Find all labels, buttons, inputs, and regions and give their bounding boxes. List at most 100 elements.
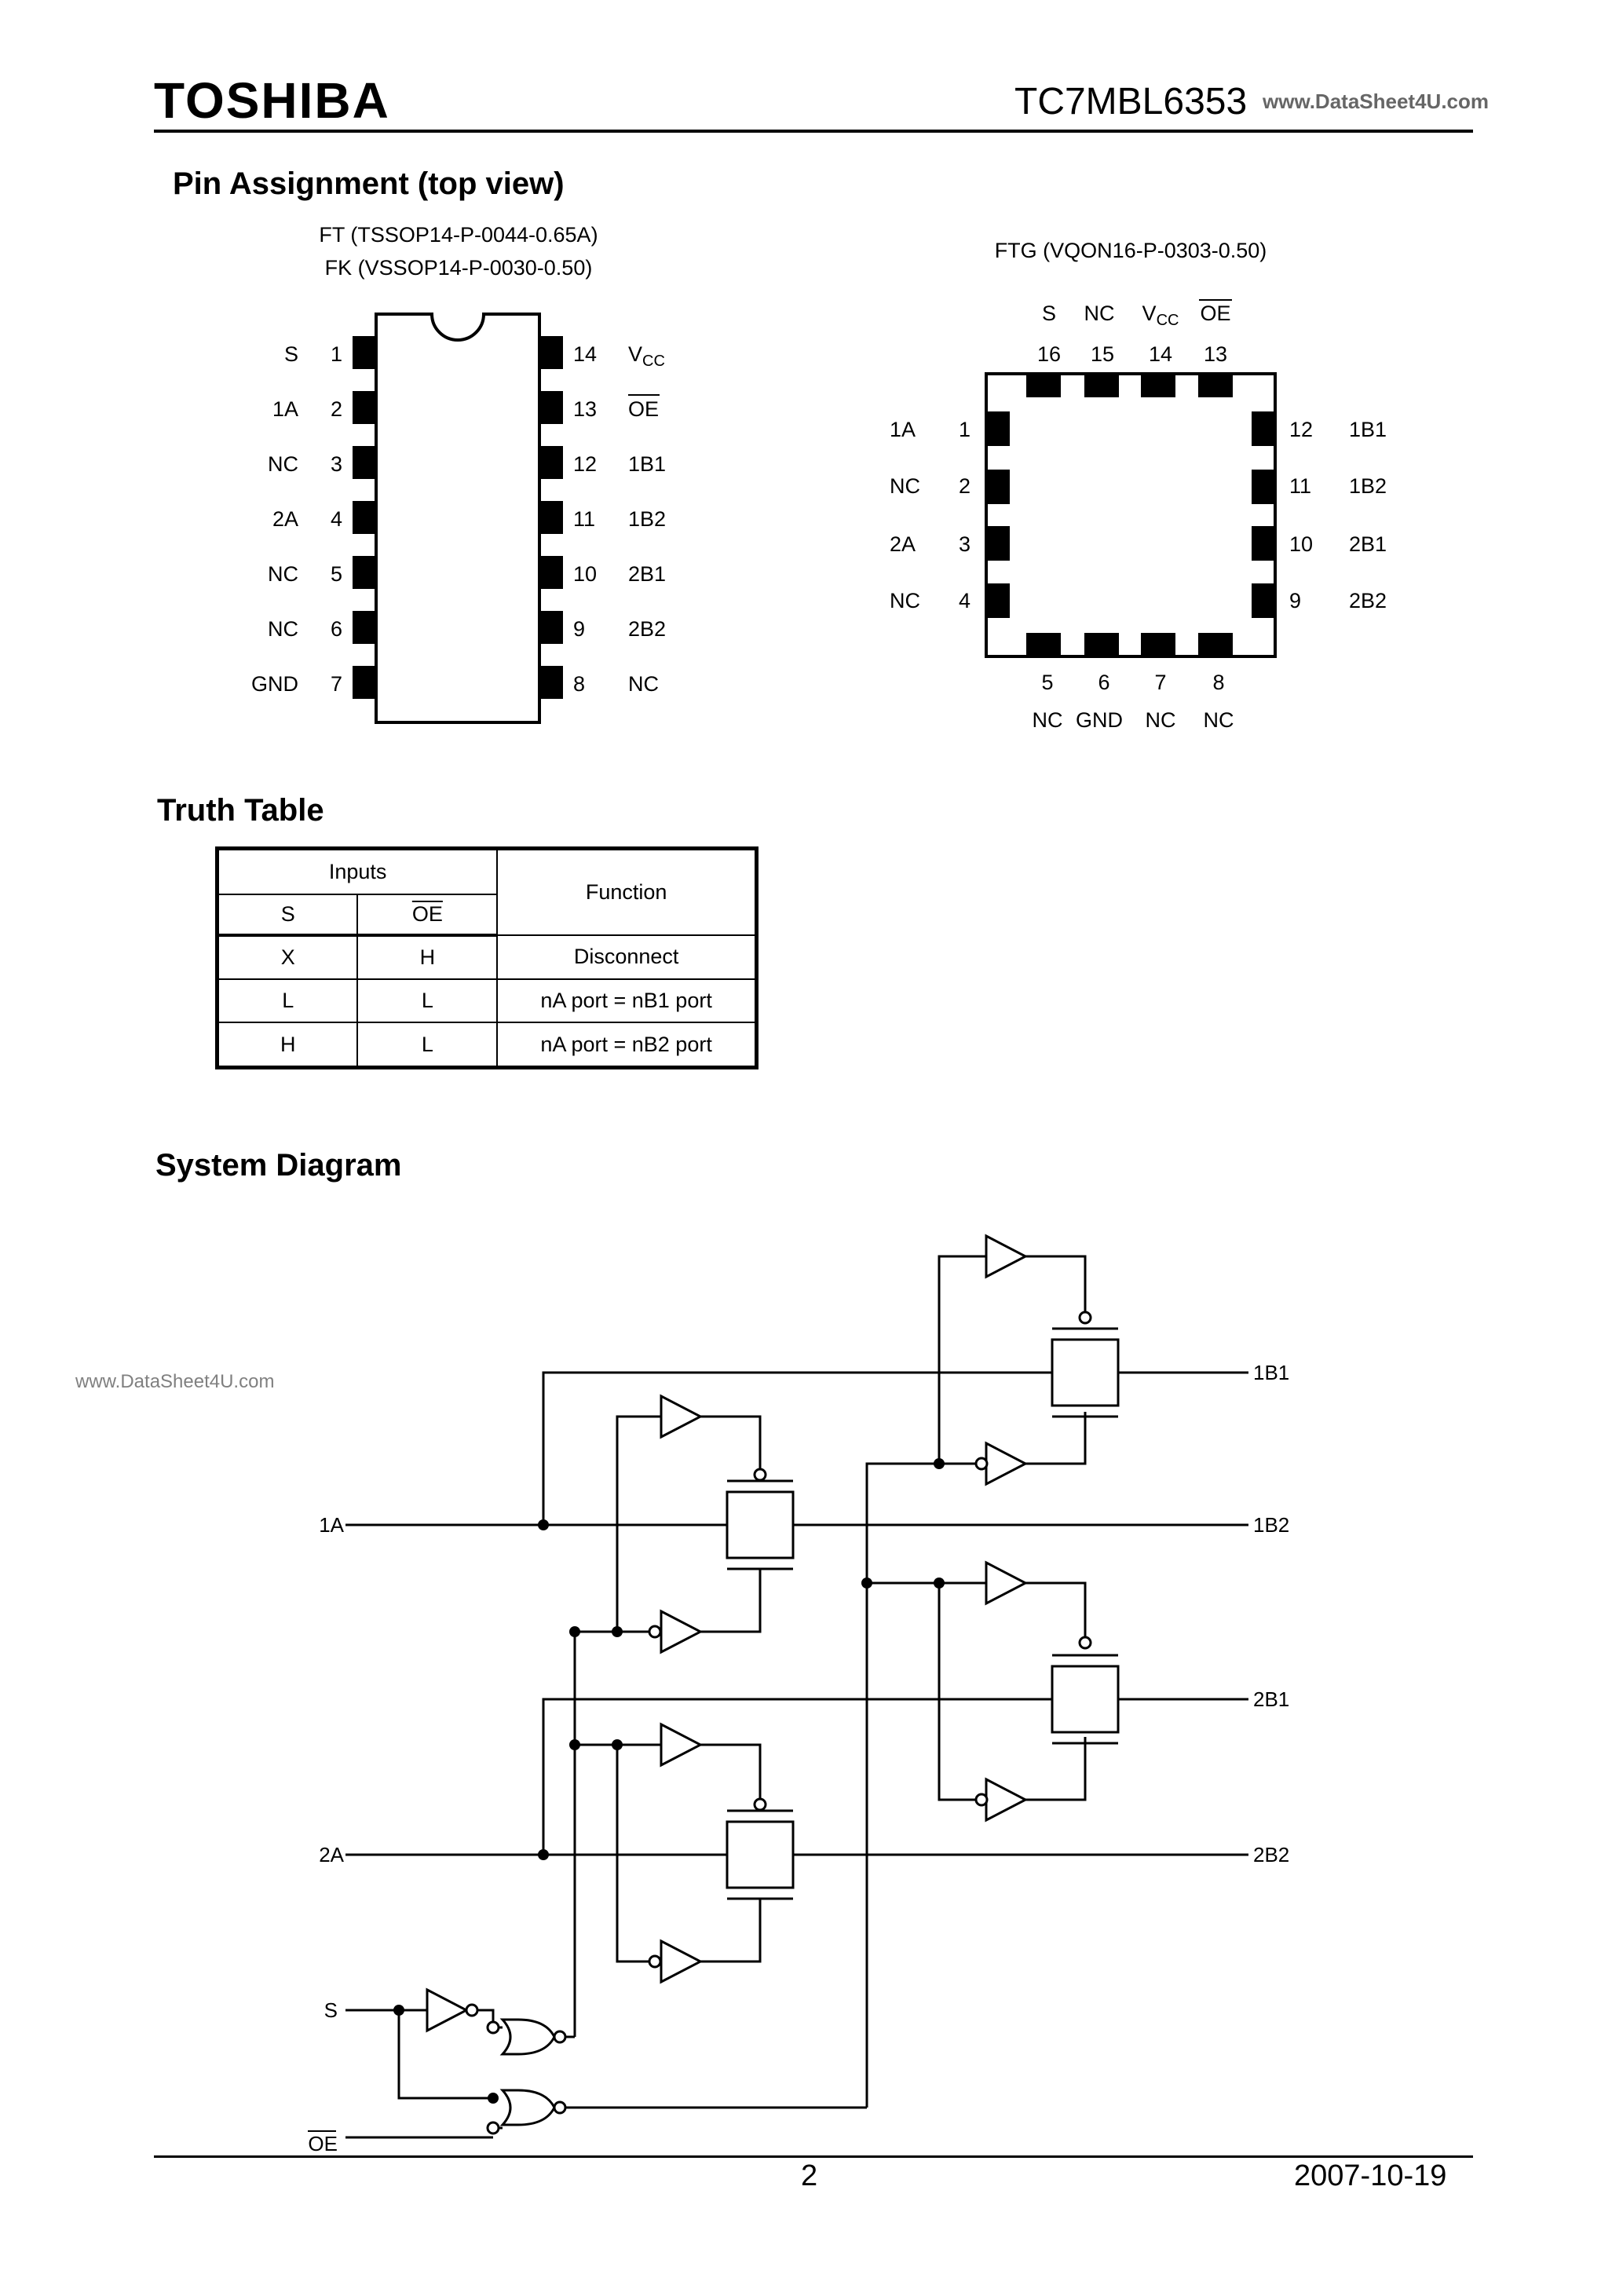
pin-label: 1B2 xyxy=(1349,474,1387,498)
pin-number: 1 xyxy=(959,418,971,441)
qfn-top-pads xyxy=(1026,374,1233,397)
table-row: H L nA port = nB2 port xyxy=(216,1022,758,1069)
pin-number: 6 xyxy=(331,617,342,641)
dip-left-pins xyxy=(353,336,376,699)
pin-label: OE xyxy=(1200,302,1230,325)
pin-label: NC xyxy=(890,589,920,612)
function-header: Function xyxy=(496,847,758,936)
pin-label: NC xyxy=(1033,708,1063,732)
qfn-bottom-labels: 5 NC 6 GND 7 NC 8 NC xyxy=(1033,671,1234,732)
diagram-labels: 1A 2A S OE 1B1 1B2 2B1 2B2 xyxy=(308,1361,1289,2152)
truth-table: Inputs Function S OE X H Disconnect L L … xyxy=(215,846,758,1069)
pin-label: GND xyxy=(1076,708,1123,732)
pin-number: 7 xyxy=(1154,671,1166,694)
nor-gates xyxy=(499,2018,556,2126)
pin-number: 9 xyxy=(1289,589,1301,612)
package-ftg-label: FTG (VQON16-P-0303-0.50) xyxy=(995,239,1267,262)
label-2b1: 2B1 xyxy=(1253,1687,1289,1711)
pin-number: 12 xyxy=(1289,418,1313,441)
pin-label: 2A xyxy=(272,507,298,531)
table-row: L L nA port = nB1 port xyxy=(216,978,758,1024)
label-2b2: 2B2 xyxy=(1253,1843,1289,1866)
pin-number: 13 xyxy=(1204,342,1227,366)
inputs-header: Inputs xyxy=(216,847,499,895)
dip-right-labels: 14 VCC 13 OE 12 1B1 11 1B2 10 2B1 9 2B2 … xyxy=(573,342,666,696)
pin-number: 4 xyxy=(331,507,342,531)
pin-label: NC xyxy=(268,617,298,641)
package-fk-label: FK (VSSOP14-P-0030-0.50) xyxy=(325,256,593,280)
toshiba-logo: TOSHIBA xyxy=(154,72,390,129)
table-row: X H Disconnect xyxy=(216,934,758,981)
pin-number: 15 xyxy=(1091,342,1114,366)
qfn-right-pads xyxy=(1252,411,1275,618)
pin-number: 10 xyxy=(573,562,597,586)
pin-label: 2A xyxy=(890,532,916,556)
pin-label: NC xyxy=(1084,302,1115,325)
pin-label: NC xyxy=(1204,708,1234,732)
pin-label: NC xyxy=(268,452,298,476)
page-number: 2 xyxy=(801,2159,818,2192)
pin-label: NC xyxy=(628,672,659,696)
qfn-left-pads xyxy=(986,411,1010,618)
pin-label: NC xyxy=(890,474,920,498)
col-s-header: S xyxy=(216,893,359,937)
pin-assignment-diagrams: FT (TSSOP14-P-0044-0.65A) FK (VSSOP14-P-… xyxy=(251,223,1387,732)
header-rule xyxy=(154,130,1473,133)
label-1b2: 1B2 xyxy=(1253,1513,1289,1537)
pin-number: 14 xyxy=(573,342,597,366)
pin-label: 1A xyxy=(272,397,298,421)
qfn-left-labels: 1A 1 NC 2 2A 3 NC 4 xyxy=(890,418,971,612)
pin-number: 14 xyxy=(1149,342,1172,366)
watermark-top: www.DataSheet4U.com xyxy=(1263,90,1490,113)
label-2a: 2A xyxy=(319,1843,344,1866)
pin-number: 3 xyxy=(331,452,342,476)
pin-number: 11 xyxy=(573,507,595,531)
pin-number: 7 xyxy=(331,672,342,696)
pin-assignment-title: Pin Assignment (top view) xyxy=(173,166,565,201)
pin-number: 8 xyxy=(573,672,585,696)
pin-label: S xyxy=(284,342,298,366)
pin-label: VCC xyxy=(628,342,665,370)
pin-number: 2 xyxy=(959,474,971,498)
pin-number: 6 xyxy=(1098,671,1109,694)
qfn-right-labels: 12 1B1 11 1B2 10 2B1 9 2B2 xyxy=(1289,418,1387,612)
pin-label: 1B2 xyxy=(628,507,666,531)
pin-number: 1 xyxy=(331,342,342,366)
qfn-top-labels: S 16 NC 15 VCC 14 OE 13 xyxy=(1037,299,1232,366)
pin-number: 10 xyxy=(1289,532,1313,556)
buffer-gates xyxy=(426,1234,1027,2032)
pin-label: 1A xyxy=(890,418,916,441)
pin-label: 1B1 xyxy=(628,452,666,476)
pin-number: 9 xyxy=(573,617,585,641)
label-1b1: 1B1 xyxy=(1253,1361,1289,1384)
inversion-bubbles xyxy=(465,1311,1092,2135)
page-date: 2007-10-19 xyxy=(1294,2159,1447,2192)
pin-label: NC xyxy=(268,562,298,586)
col-oe-header: OE xyxy=(356,893,499,937)
label-1a: 1A xyxy=(319,1513,344,1537)
pin-number: 5 xyxy=(1041,671,1053,694)
watermark-left: www.DataSheet4U.com xyxy=(75,1371,275,1392)
pin-label: VCC xyxy=(1142,302,1179,329)
pin-label: GND xyxy=(251,672,298,696)
pin-number: 8 xyxy=(1212,671,1224,694)
qfn-package-body xyxy=(985,372,1277,658)
pin-label: 2B2 xyxy=(628,617,666,641)
pin-number: 12 xyxy=(573,452,597,476)
pin-label: OE xyxy=(628,397,659,421)
pin-label: S xyxy=(1042,302,1056,325)
system-diagram-title: System Diagram xyxy=(155,1148,402,1183)
pin-number: 3 xyxy=(959,532,971,556)
transmission-gates xyxy=(726,1327,1120,1900)
label-oe: OE xyxy=(308,2132,338,2152)
dip-right-pins xyxy=(539,336,563,699)
junction-dots xyxy=(393,1458,945,2104)
qfn-bottom-pads xyxy=(1026,633,1233,656)
pin-label: NC xyxy=(1146,708,1176,732)
system-diagram: 1A 2A S OE 1B1 1B2 2B1 2B2 xyxy=(308,1234,1289,2152)
dip-left-labels: S 1 1A 2 NC 3 2A 4 NC 5 NC 6 GND 7 xyxy=(251,342,342,696)
part-number: TC7MBL6353 xyxy=(1014,81,1248,122)
pin-number: 11 xyxy=(1289,474,1311,498)
dip-package-body xyxy=(375,313,541,724)
pin-label: 2B2 xyxy=(1349,589,1387,612)
